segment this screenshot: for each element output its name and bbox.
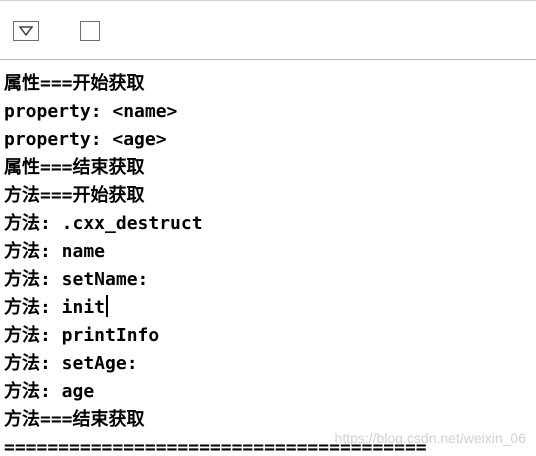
filter-button[interactable] xyxy=(13,21,39,41)
checkbox-button[interactable] xyxy=(80,21,100,41)
console-output[interactable]: 属性===开始获取 property: <name> property: <ag… xyxy=(0,70,536,456)
console-line: 属性===结束获取 xyxy=(4,157,145,178)
window-top-border xyxy=(0,0,536,1)
console-line: property: <name> xyxy=(4,101,178,122)
watermark: https://blog.csdn.net/weixin_06 xyxy=(334,430,526,446)
console-line: 方法===开始获取 xyxy=(4,185,145,206)
console-line: 属性===开始获取 xyxy=(4,73,145,94)
console-line: 方法===结束获取 xyxy=(4,409,145,430)
console-line: 方法: printInfo xyxy=(4,325,160,346)
triangle-down-icon xyxy=(18,26,34,37)
console-line: 方法: age xyxy=(4,381,95,402)
console-line-with-caret: 方法: init xyxy=(0,294,536,322)
console-line: 方法: setName: xyxy=(4,269,149,290)
console-toolbar xyxy=(0,1,536,60)
console-line: 方法: name xyxy=(4,241,106,262)
console-line: 方法: setAge: xyxy=(4,353,138,374)
console-line: 方法: .cxx_destruct xyxy=(4,213,203,234)
text-caret xyxy=(106,295,109,317)
console-line-text: 方法: init xyxy=(4,297,106,318)
console-line: ======================================= xyxy=(4,437,427,456)
console-line: property: <age> xyxy=(4,129,167,150)
